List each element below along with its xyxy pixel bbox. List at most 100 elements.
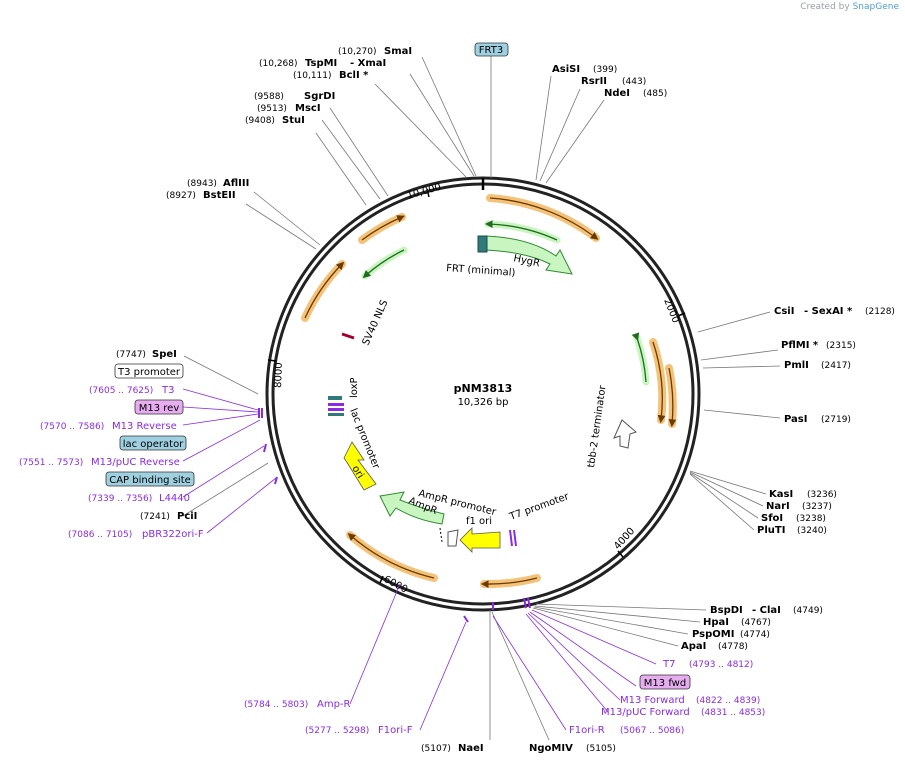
site-pos-bspdi: (4749)	[793, 606, 823, 616]
site-pos-asisi: (399)	[593, 65, 617, 75]
primer-f1ori-f: F1ori-F	[378, 725, 413, 736]
site-pos-pflmi: (2315)	[826, 341, 856, 351]
t3-promoter-label: T3 promoter	[117, 367, 181, 378]
primer-pos-m13-forward: (4822 .. 4839)	[696, 696, 760, 706]
site-ngomiv: NgoMIV	[529, 743, 573, 754]
connector-lines	[182, 56, 781, 741]
tick-4000	[617, 550, 624, 558]
site-msci: MscI	[295, 103, 321, 114]
credit-brand: SnapGene	[852, 2, 899, 12]
site-pos-bsteii: (8927)	[166, 191, 196, 201]
site-bcli: BclI *	[339, 70, 369, 81]
site-pos-pasi: (2719)	[821, 415, 851, 425]
primer-pos-amp-r: (5784 .. 5803)	[244, 700, 308, 710]
site-pos-ndei: (485)	[643, 89, 667, 99]
site-rsrii: RsrII	[581, 76, 607, 87]
site-kasi: KasI	[769, 489, 793, 500]
f1-ori-arrow	[459, 527, 501, 553]
primer-f1ori-r: F1ori-R	[569, 725, 605, 736]
site-pos-smai: (10,270)	[338, 47, 377, 57]
loxp-label: loxP	[349, 377, 360, 398]
site-bsteii: BstEII	[203, 190, 236, 201]
primer-t7: T7	[662, 659, 675, 670]
site-pspomi: PspOMI	[692, 629, 734, 640]
m13-rev-label: M13 rev	[139, 403, 180, 414]
site-pos-bcli: (10,111)	[293, 71, 332, 81]
site-sgrdi: SgrDI	[304, 91, 335, 102]
site-asisi: AsiSI	[552, 64, 580, 75]
site-xmai: - XmaI	[350, 58, 386, 69]
site-pos-sgrdi: (9588)	[254, 92, 284, 102]
m13-fwd-label: M13 fwd	[644, 678, 686, 689]
tick-6000	[379, 575, 384, 584]
site-stui: StuI	[282, 115, 305, 126]
loxp-mark	[328, 396, 342, 400]
t7-promoter-label: T7 promoter	[507, 491, 571, 523]
site-pos-pspomi: (4774)	[740, 630, 770, 640]
site-pos-sfoi: (3238)	[796, 514, 826, 524]
site-pos-msci: (9513)	[257, 104, 287, 114]
site-pos-nari: (3237)	[802, 502, 832, 512]
tick-8000	[267, 359, 277, 362]
primer-lines	[182, 388, 657, 731]
site-pos-naei: (5107)	[421, 744, 451, 754]
snapgene-credit: Created by SnapGene	[800, 2, 899, 12]
m13-rev-box[interactable]	[134, 399, 184, 415]
site-sfoi: SfoI	[761, 513, 783, 524]
hygr-label-name: HygR	[512, 253, 540, 269]
site-tspmi: TspMI	[305, 58, 337, 69]
primer-marks	[258, 408, 531, 623]
site-pos-csii: (2128)	[865, 307, 895, 317]
primer-pos-f1ori-f: (5277 .. 5298)	[305, 726, 369, 736]
primer-m13-forward: M13 Forward	[620, 695, 685, 706]
ampr-promoter-box	[447, 529, 459, 547]
frt-minimal-mark	[477, 235, 488, 253]
primer-pos-m13-puc-forward: (4831 .. 4853)	[701, 708, 765, 718]
site-naei: NaeI	[458, 743, 484, 754]
primer-m13-puc-reverse: M13/pUC Reverse	[91, 457, 180, 468]
site-sexai: - SexAI *	[804, 306, 853, 317]
site-pcii: PciI	[177, 511, 197, 522]
plasmid-length: 10,326 bp	[458, 397, 509, 408]
primer-t3: T3	[161, 385, 174, 396]
t3-promoter-box[interactable]	[114, 363, 184, 379]
site-afliii: AflIII	[223, 178, 249, 189]
lac-operator-box[interactable]	[119, 435, 187, 451]
site-nari: NarI	[766, 501, 790, 512]
f1-ori-label: f1 ori	[466, 516, 492, 527]
site-pos-afliii: (8943)	[187, 179, 217, 189]
tick-label-8000: 8000	[273, 362, 285, 388]
cap-binding-site-box[interactable]	[105, 471, 195, 487]
frt3-box[interactable]	[474, 42, 509, 57]
site-pflmi: PflMI *	[781, 340, 819, 351]
primer-pbr322ori-f: pBR322ori-F	[142, 529, 204, 540]
site-pos-spei: (7747)	[116, 350, 146, 360]
primer-pos-m13-puc-reverse: (7551 .. 7573)	[19, 458, 83, 468]
primer-amp-r: Amp-R	[317, 699, 351, 710]
site-pos-pcii: (7241)	[140, 512, 170, 522]
site-smai: SmaI	[384, 46, 412, 57]
site-clai: - ClaI	[752, 605, 781, 616]
primer-pos-l4440: (7339 .. 7356)	[88, 494, 152, 504]
primer-m13-puc-forward: M13/pUC Forward	[601, 707, 690, 718]
site-pos-rsrii: (443)	[622, 77, 646, 87]
ampr-promoter-mark	[439, 527, 443, 543]
frt3-label: FRT3	[479, 45, 503, 56]
cap-binding-site-label: CAP binding site	[109, 475, 191, 486]
t7-promoter-mark	[509, 529, 517, 547]
site-pos-ngomiv: (5105)	[586, 744, 616, 754]
orange-features	[301, 194, 677, 589]
tick-10000	[426, 188, 430, 198]
green-thin-features	[361, 220, 650, 386]
hygr-arrow	[485, 235, 573, 275]
ori-arrow	[343, 441, 377, 491]
site-pos-stui: (9408)	[245, 116, 275, 126]
lac-marks	[328, 403, 344, 416]
site-hpai: HpaI	[703, 617, 729, 628]
lac-operator-label: lac operator	[123, 439, 184, 450]
sv40-nls-label: SV40 NLS	[361, 298, 391, 347]
m13-fwd-box[interactable]	[639, 674, 691, 690]
ampr-arrow	[379, 491, 445, 525]
site-pos-hpai: (4767)	[741, 618, 771, 628]
